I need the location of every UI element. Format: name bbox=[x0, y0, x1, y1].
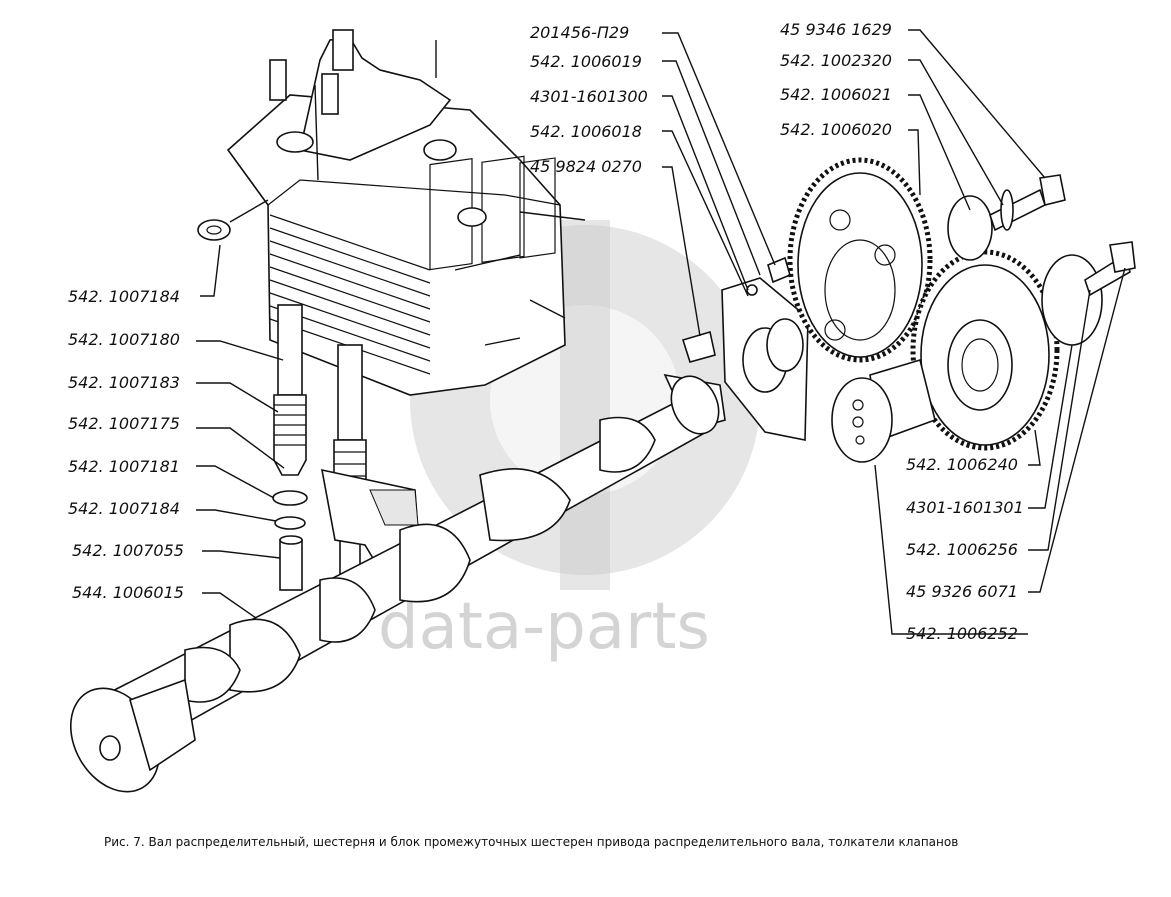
washers-bolts bbox=[947, 174, 1136, 346]
label-45-9824-0270: 45 9824 0270 bbox=[530, 157, 642, 176]
timing-gear-small bbox=[910, 249, 1060, 451]
cylinder-head bbox=[226, 29, 586, 396]
label-4301-1601300: 4301-1601300 bbox=[530, 87, 648, 106]
figure-caption: Рис. 7. Вал распределительный, шестерня … bbox=[104, 835, 958, 849]
watermark-text: data-parts bbox=[378, 590, 710, 664]
label-542-1006252: 542. 1006252 bbox=[906, 624, 1018, 643]
label-542-1002320: 542. 1002320 bbox=[780, 51, 892, 70]
top-right-labels: 45 9346 1629 542. 1002320 542. 1006021 5… bbox=[780, 20, 892, 139]
gear-hub bbox=[831, 358, 936, 463]
label-542-1007183: 542. 1007183 bbox=[68, 373, 180, 392]
label-542-1006240: 542. 1006240 bbox=[906, 455, 1018, 474]
idler-gear-large bbox=[787, 157, 933, 363]
label-542-1007180: 542. 1007180 bbox=[68, 330, 180, 349]
label-201456-p29: 201456-П29 bbox=[530, 23, 629, 42]
label-4301-1601301: 4301-1601301 bbox=[906, 498, 1024, 517]
label-542-1006021: 542. 1006021 bbox=[780, 85, 892, 104]
label-542-1007184-a: 542. 1007184 bbox=[68, 287, 180, 306]
label-542-1006018: 542. 1006018 bbox=[530, 122, 642, 141]
camshaft bbox=[69, 373, 726, 793]
label-542-1007055: 542. 1007055 bbox=[72, 541, 184, 560]
bolt-small-left bbox=[197, 199, 269, 241]
top-middle-labels: 201456-П29 542. 1006019 4301-1601300 542… bbox=[530, 23, 648, 176]
label-542-1007181: 542. 1007181 bbox=[68, 457, 180, 476]
left-labels: 542. 1007184 542. 1007180 542. 1007183 5… bbox=[68, 287, 184, 602]
label-544-1006015: 544. 1006015 bbox=[72, 583, 184, 602]
label-45-9326-6071: 45 9326 6071 bbox=[906, 582, 1018, 601]
label-542-1007184-b: 542. 1007184 bbox=[68, 499, 180, 518]
label-542-1006020: 542. 1006020 bbox=[780, 120, 892, 139]
key-and-flange bbox=[681, 256, 809, 441]
label-542-1007175: 542. 1007175 bbox=[68, 414, 180, 433]
label-45-9346-1629: 45 9346 1629 bbox=[780, 20, 892, 39]
label-542-1006019: 542. 1006019 bbox=[530, 52, 642, 71]
label-542-1006256: 542. 1006256 bbox=[906, 540, 1018, 559]
leader-lines bbox=[196, 29, 1126, 635]
right-labels: 542. 1006240 4301-1601301 542. 1006256 4… bbox=[906, 455, 1024, 643]
